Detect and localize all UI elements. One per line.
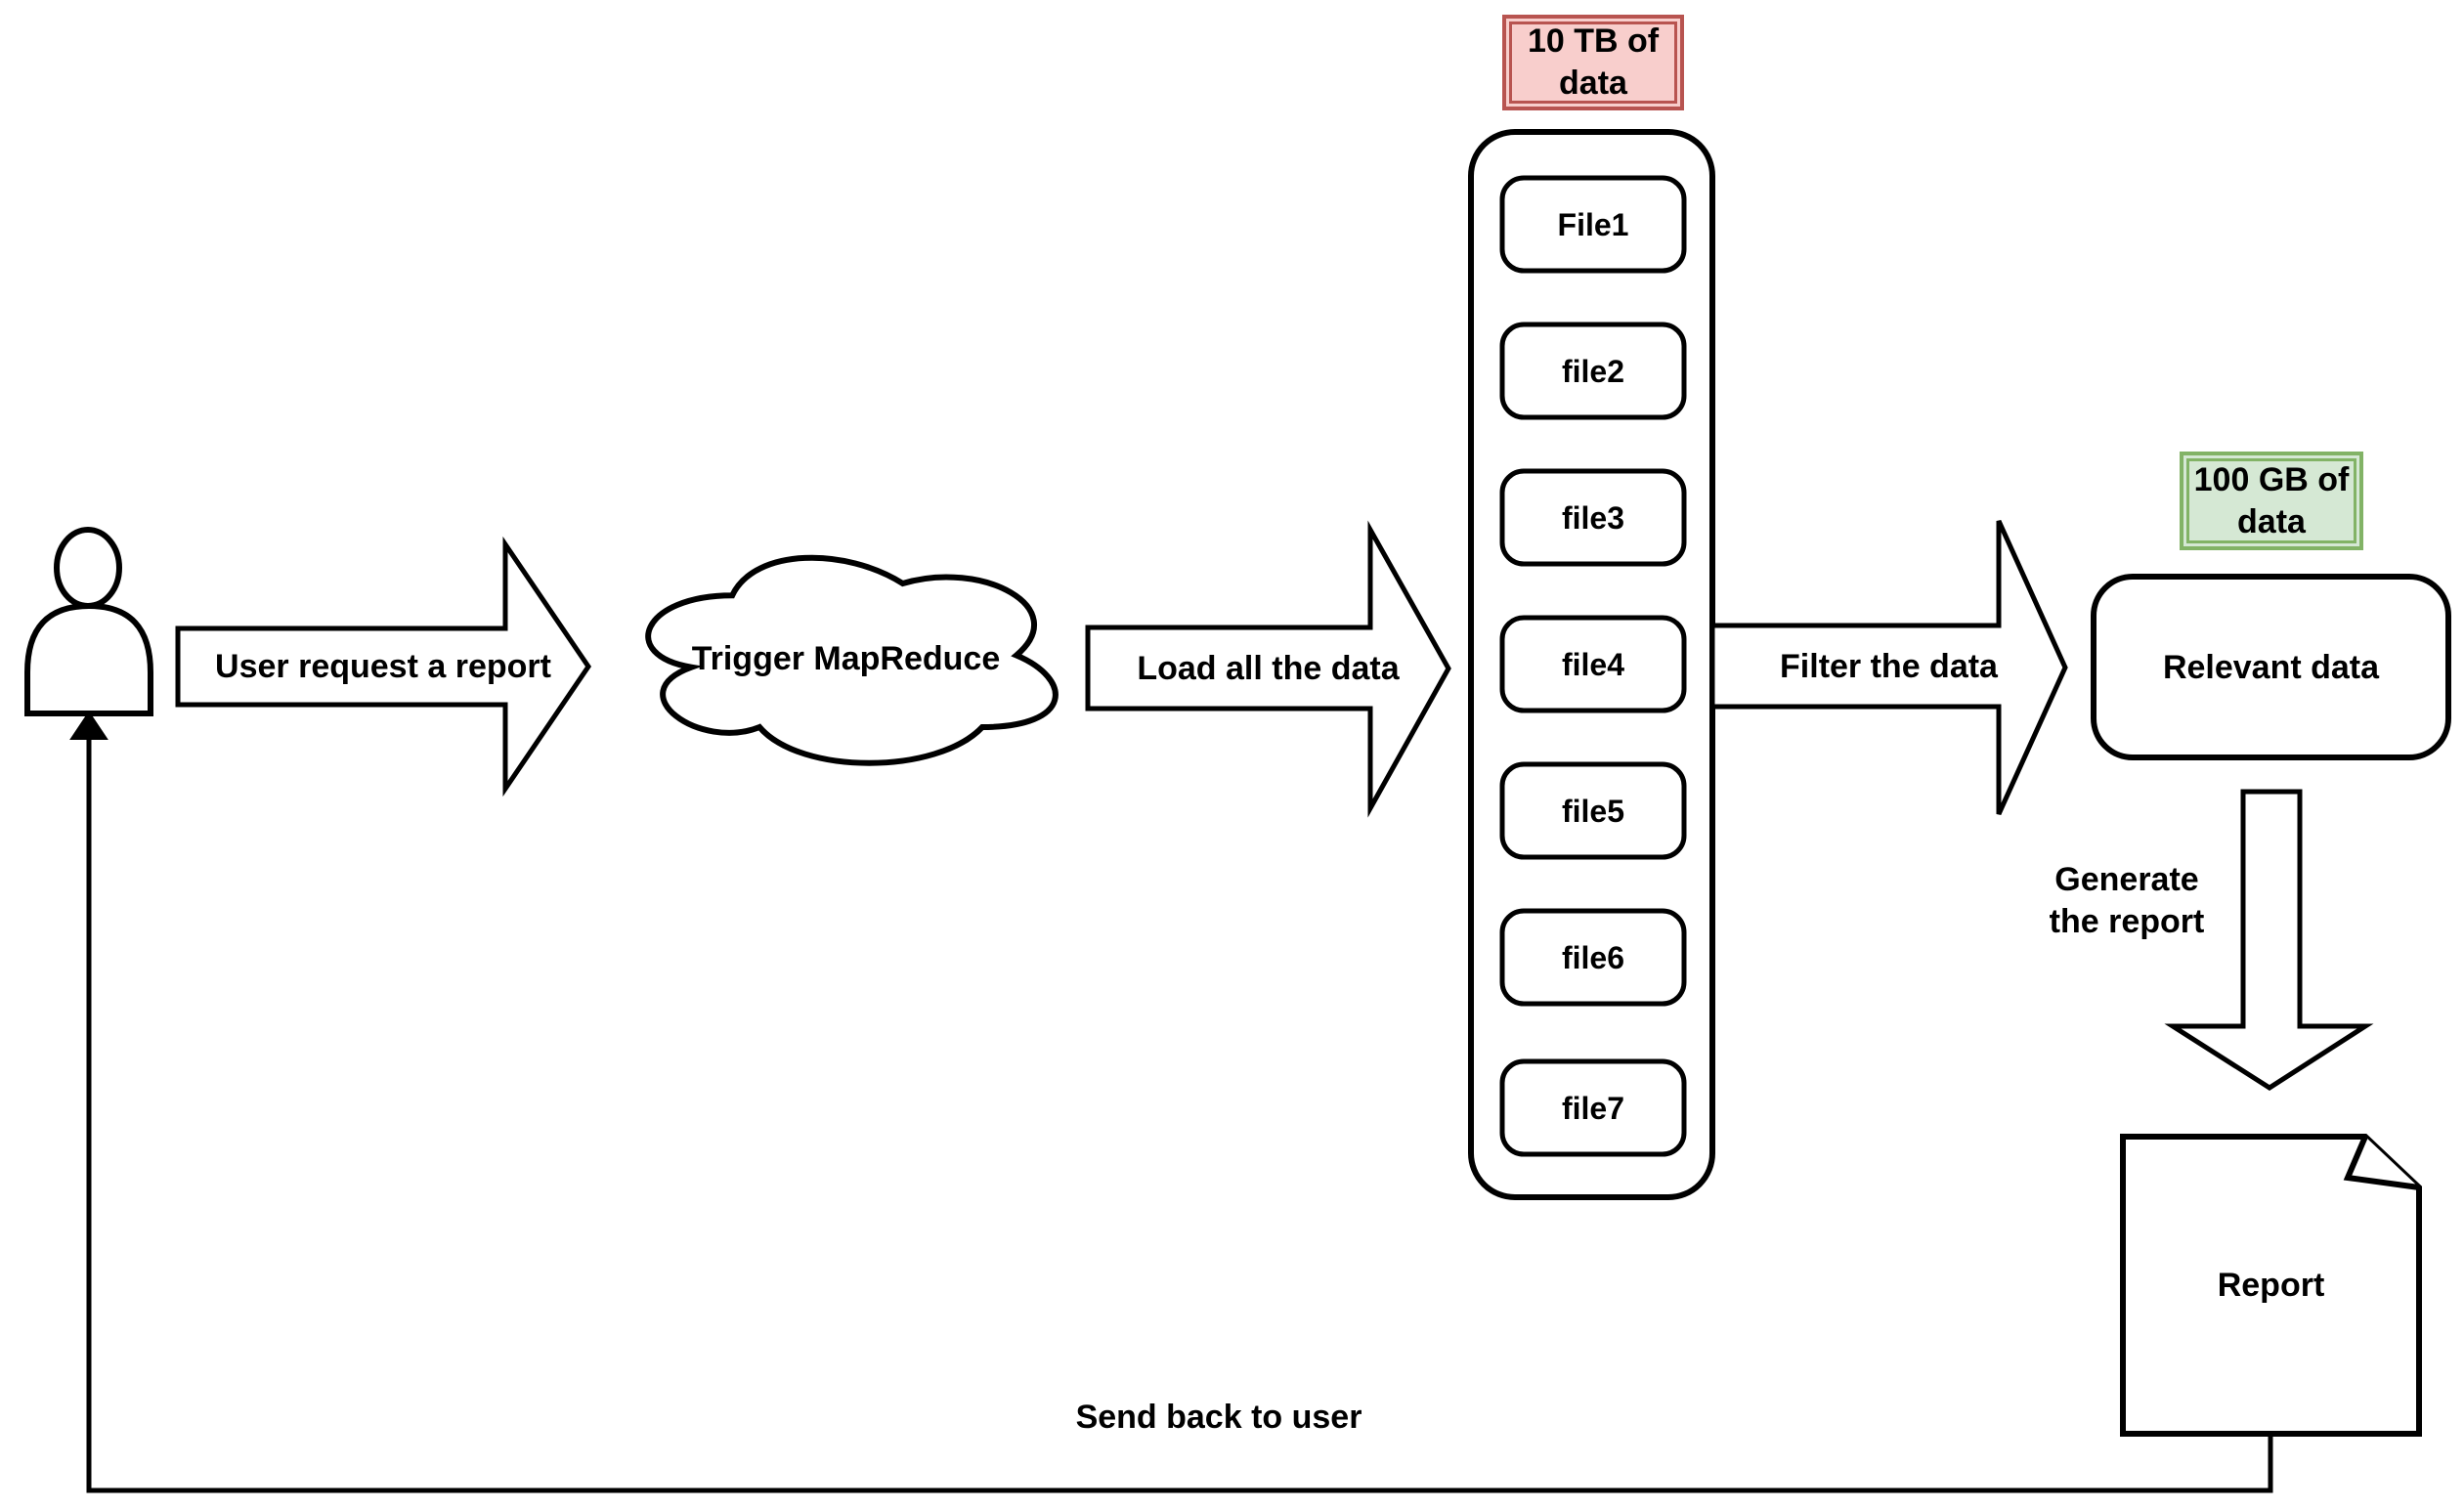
file-box-6	[1499, 908, 1687, 1007]
file-label-5: file5	[1561, 793, 1625, 829]
report-label: Report	[2217, 1267, 2325, 1304]
generate-report-label-line1: Generate	[2054, 861, 2199, 898]
report-document-shape	[2120, 1134, 2422, 1437]
trigger-mapreduce-cloud	[645, 554, 1059, 766]
file-label-2: file2	[1561, 353, 1625, 389]
file-label-4: file4	[1561, 646, 1625, 682]
generate-report-block-arrow	[2164, 789, 2374, 1091]
file-box-7	[1499, 1058, 1687, 1157]
send-back-connector-line	[86, 733, 2273, 1493]
source-size-line2: data	[1559, 65, 1627, 102]
file-label-1: File1	[1557, 206, 1629, 242]
generate-report-label-line2: the report	[2049, 903, 2205, 940]
filtered-size-line2: data	[2237, 502, 2306, 540]
load-arrow-label: Load all the data	[1137, 649, 1400, 687]
file-box-4	[1499, 615, 1687, 713]
report-document-fold-icon	[2343, 1135, 2420, 1190]
filtered-size-badge: 100 GB of data	[2180, 452, 2363, 550]
cloud-label: Trigger MapReduce	[691, 640, 1001, 677]
filtered-size-line1: 100 GB of	[2193, 460, 2350, 498]
load-data-block-arrow	[1085, 520, 1451, 818]
request-block-arrow	[175, 536, 592, 798]
filter-data-block-arrow	[1709, 519, 2068, 816]
relevant-data-box	[2091, 574, 2451, 760]
file-label-6: file6	[1561, 939, 1625, 975]
file-label-3: file3	[1561, 499, 1625, 536]
source-size-badge: 10 TB of data	[1502, 15, 1684, 110]
file-box-1	[1499, 175, 1687, 274]
relevant-data-label: Relevant data	[2162, 648, 2380, 686]
send-back-label: Send back to user	[1075, 1399, 1362, 1436]
request-arrow-label: User request a report	[215, 648, 551, 685]
file-box-2	[1499, 322, 1687, 420]
file-box-5	[1499, 761, 1687, 860]
file-label-7: file7	[1561, 1090, 1625, 1126]
user-person-body-icon	[24, 602, 153, 716]
source-size-line1: 10 TB of	[1527, 22, 1660, 60]
user-person-head-icon	[54, 527, 122, 609]
generate-report-label: Generate the report	[2010, 852, 2244, 950]
file-box-3	[1499, 468, 1687, 567]
filter-arrow-label: Filter the data	[1780, 647, 1998, 685]
send-back-arrowhead-icon	[69, 711, 108, 740]
